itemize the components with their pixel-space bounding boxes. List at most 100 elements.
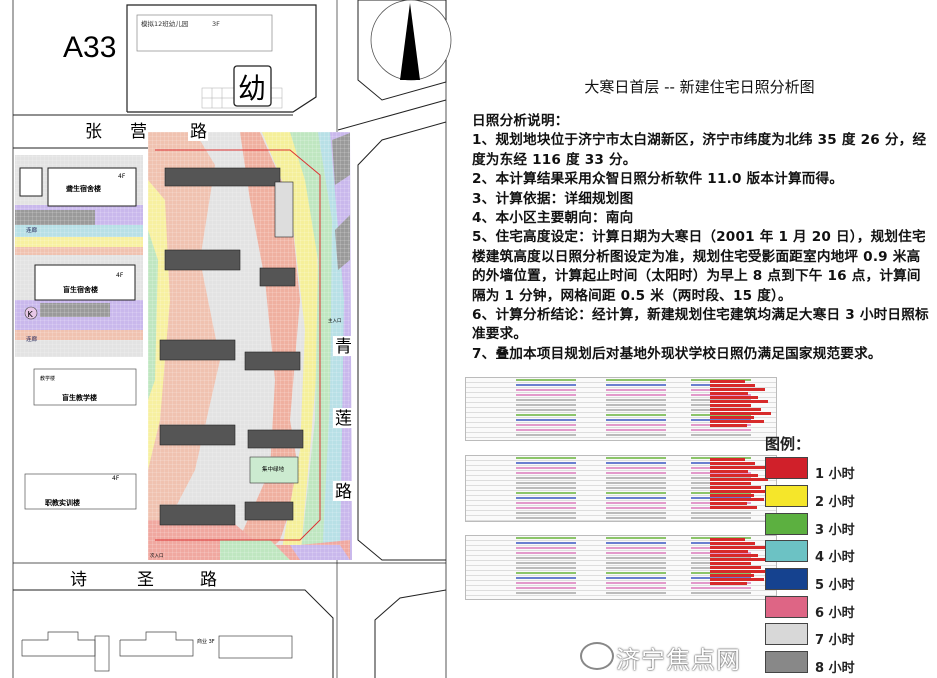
legend-item: 8 小时 [765, 651, 935, 676]
legend-title: 图例： [765, 435, 811, 453]
table-cell [606, 572, 666, 574]
notes-heading: 日照分析说明： [472, 113, 569, 129]
table-cell [606, 592, 666, 594]
note-3: 3、计算依据：详细规划图 [472, 190, 634, 207]
table-cell [516, 507, 576, 509]
legend-label: 2 小时 [815, 495, 855, 510]
svg-text:路: 路 [335, 482, 352, 502]
training-building-label: 职教实训楼 [45, 498, 80, 507]
note-6: 6、计算分析结论：经计算，新建规划住宅建筑均满足大寒日 3 小时日照标准要求。 [472, 307, 929, 343]
table-cell [516, 379, 576, 381]
watermark: 济宁焦点网 [616, 646, 741, 674]
table-row [466, 551, 776, 556]
dorm-2-floors: 4F [116, 272, 124, 279]
hours-bar [710, 486, 761, 489]
svg-text:路: 路 [200, 570, 217, 590]
note-4: 4、本小区主要朝向：南向 [472, 210, 634, 227]
table-cell [606, 497, 666, 499]
table-cell [606, 542, 666, 544]
legend-swatch [765, 457, 808, 479]
table-cell [606, 457, 666, 459]
table-row [466, 516, 776, 521]
hours-bar [710, 538, 745, 541]
table-cell [516, 419, 576, 421]
hours-bar-column [710, 380, 772, 438]
table-cell [606, 424, 666, 426]
hours-bar [710, 474, 758, 477]
table-cell [691, 572, 751, 574]
hours-bar [710, 466, 765, 469]
table-cell [691, 472, 751, 474]
hours-bar [710, 546, 765, 549]
table-cell [606, 462, 666, 464]
hours-bar [710, 566, 761, 569]
table-cell [516, 542, 576, 544]
table-cell [516, 552, 576, 554]
hours-bar [710, 570, 771, 573]
table-row [466, 471, 776, 476]
table-cell [516, 429, 576, 431]
table-cell [516, 404, 576, 406]
table-cell [606, 552, 666, 554]
road-south-label: 诗 圣 路 [70, 570, 217, 590]
table-cell [516, 547, 576, 549]
table-cell [606, 512, 666, 514]
table-cell [516, 557, 576, 559]
table-cell [606, 399, 666, 401]
road-east-label: 青 莲 路 [333, 336, 354, 502]
corridor-label: 连廊 [26, 335, 38, 343]
table-cell [606, 404, 666, 406]
hours-bar [710, 380, 745, 383]
table-cell [691, 552, 751, 554]
hours-bar [710, 550, 748, 553]
table-row [466, 591, 776, 596]
site-plan-map: A33 模拟12班幼儿园 3F 幼 [0, 0, 462, 678]
table-cell [691, 414, 751, 416]
block-label: A33 [63, 31, 116, 64]
hours-bar [710, 482, 751, 485]
legend-swatch [765, 485, 808, 507]
hours-bar-column [710, 458, 772, 519]
legend-item: 1 小时 [765, 457, 935, 482]
table-cell [516, 562, 576, 564]
table-cell [516, 537, 576, 539]
hours-bar [710, 400, 768, 403]
dorm-1-floors: 4F [118, 173, 126, 180]
table-cell [606, 419, 666, 421]
table-cell [516, 572, 576, 574]
table-cell [516, 567, 576, 569]
legend-swatch [765, 596, 808, 618]
table-cell [606, 409, 666, 411]
table-cell [606, 472, 666, 474]
commercial-label: 商业 3F [197, 638, 215, 645]
table-cell [606, 414, 666, 416]
hours-bar [710, 462, 755, 465]
hours-bar [710, 574, 754, 577]
table-cell [516, 409, 576, 411]
main-entrance-label: 主入口 [328, 317, 342, 324]
table-cell [606, 502, 666, 504]
table-cell [516, 434, 576, 436]
school-heatmap: 聋生宿舍楼 4F 盲生宿舍楼 4F K 连廊 连廊 [15, 155, 143, 357]
note-7: 7、叠加本项目规划后对基地外现状学校日照仍满足国家规范要求。 [472, 345, 882, 362]
wechat-icon [580, 642, 614, 670]
sunlight-table-1 [465, 377, 777, 441]
legend-label: 7 小时 [815, 633, 855, 648]
table-cell [516, 592, 576, 594]
table-cell [606, 587, 666, 589]
green-space-label: 集中绿地 [262, 465, 285, 473]
table-cell [516, 389, 576, 391]
hours-bar [710, 458, 745, 461]
table-cell [606, 477, 666, 479]
table-cell [516, 467, 576, 469]
hours-bar [710, 392, 748, 395]
legend-item: 3 小时 [765, 513, 935, 538]
hours-bar [710, 498, 764, 501]
table-row [466, 586, 776, 591]
table-cell [691, 512, 751, 514]
hours-bar [710, 416, 754, 419]
svg-text:路: 路 [190, 122, 207, 142]
table-row [466, 428, 776, 433]
table-cell [516, 502, 576, 504]
teaching-small-label: 教学楼 [40, 375, 55, 382]
